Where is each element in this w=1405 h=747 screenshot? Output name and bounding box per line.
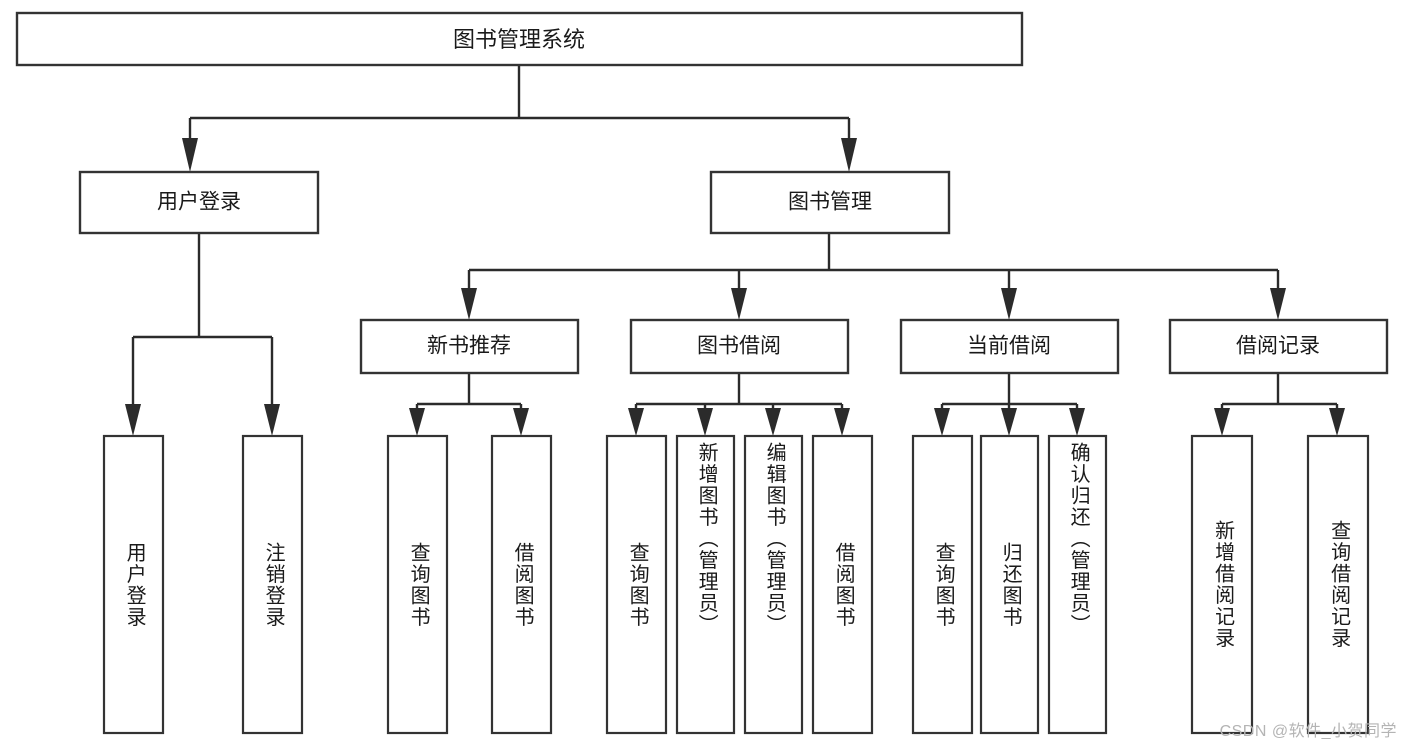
leaf-box-query-book-1[interactable]: [386, 434, 449, 735]
leaf-box-add-record[interactable]: [1190, 434, 1254, 735]
leaf-box-add-book[interactable]: [675, 434, 736, 735]
node-user-login[interactable]: 用户登录: [78, 170, 320, 235]
leaf-box-user-login[interactable]: [102, 434, 165, 735]
node-root[interactable]: 图书管理系统: [15, 11, 1024, 67]
node-root-label: 图书管理系统: [453, 27, 585, 52]
leaf-box-logout-login[interactable]: [241, 434, 304, 735]
node-current-borrow[interactable]: 当前借阅: [899, 318, 1120, 375]
leaf-box-query-book-3[interactable]: [911, 434, 974, 735]
leaf-box-borrow-book-2[interactable]: [811, 434, 874, 735]
leaf-box-borrow-book-1[interactable]: [490, 434, 553, 735]
leaf-boxes: [102, 434, 1370, 735]
connector-currentborrow-to-leaves: [934, 373, 1085, 436]
node-user-login-label: 用户登录: [157, 191, 241, 214]
csdn-watermark: CSDN @软件_小贺同学: [1219, 723, 1397, 740]
node-book-borrow-label: 图书借阅: [697, 335, 781, 358]
connector-userlogin-to-leaves: [125, 233, 280, 436]
leaf-box-confirm-return[interactable]: [1047, 434, 1108, 735]
connector-bookmanage-to-level3: [461, 233, 1286, 320]
node-current-borrow-label: 当前借阅: [967, 335, 1051, 358]
connector-root-to-level2: [182, 66, 857, 172]
connector-bookborrow-to-leaves: [628, 373, 850, 436]
node-book-borrow[interactable]: 图书借阅: [629, 318, 850, 375]
connector-newbook-to-leaves: [409, 373, 529, 436]
node-borrow-record-label: 借阅记录: [1236, 335, 1320, 358]
connector-borrowrecord-to-leaves: [1214, 373, 1345, 436]
leaf-box-query-book-2[interactable]: [605, 434, 668, 735]
leaf-box-query-record[interactable]: [1306, 434, 1370, 735]
leaf-box-return-book[interactable]: [979, 434, 1040, 735]
node-borrow-record[interactable]: 借阅记录: [1168, 318, 1389, 375]
node-new-book-recommend-label: 新书推荐: [427, 335, 511, 358]
node-book-manage-label: 图书管理: [788, 191, 872, 214]
node-new-book-recommend[interactable]: 新书推荐: [359, 318, 580, 375]
leaf-box-edit-book[interactable]: [743, 434, 804, 735]
node-book-manage[interactable]: 图书管理: [709, 170, 951, 235]
